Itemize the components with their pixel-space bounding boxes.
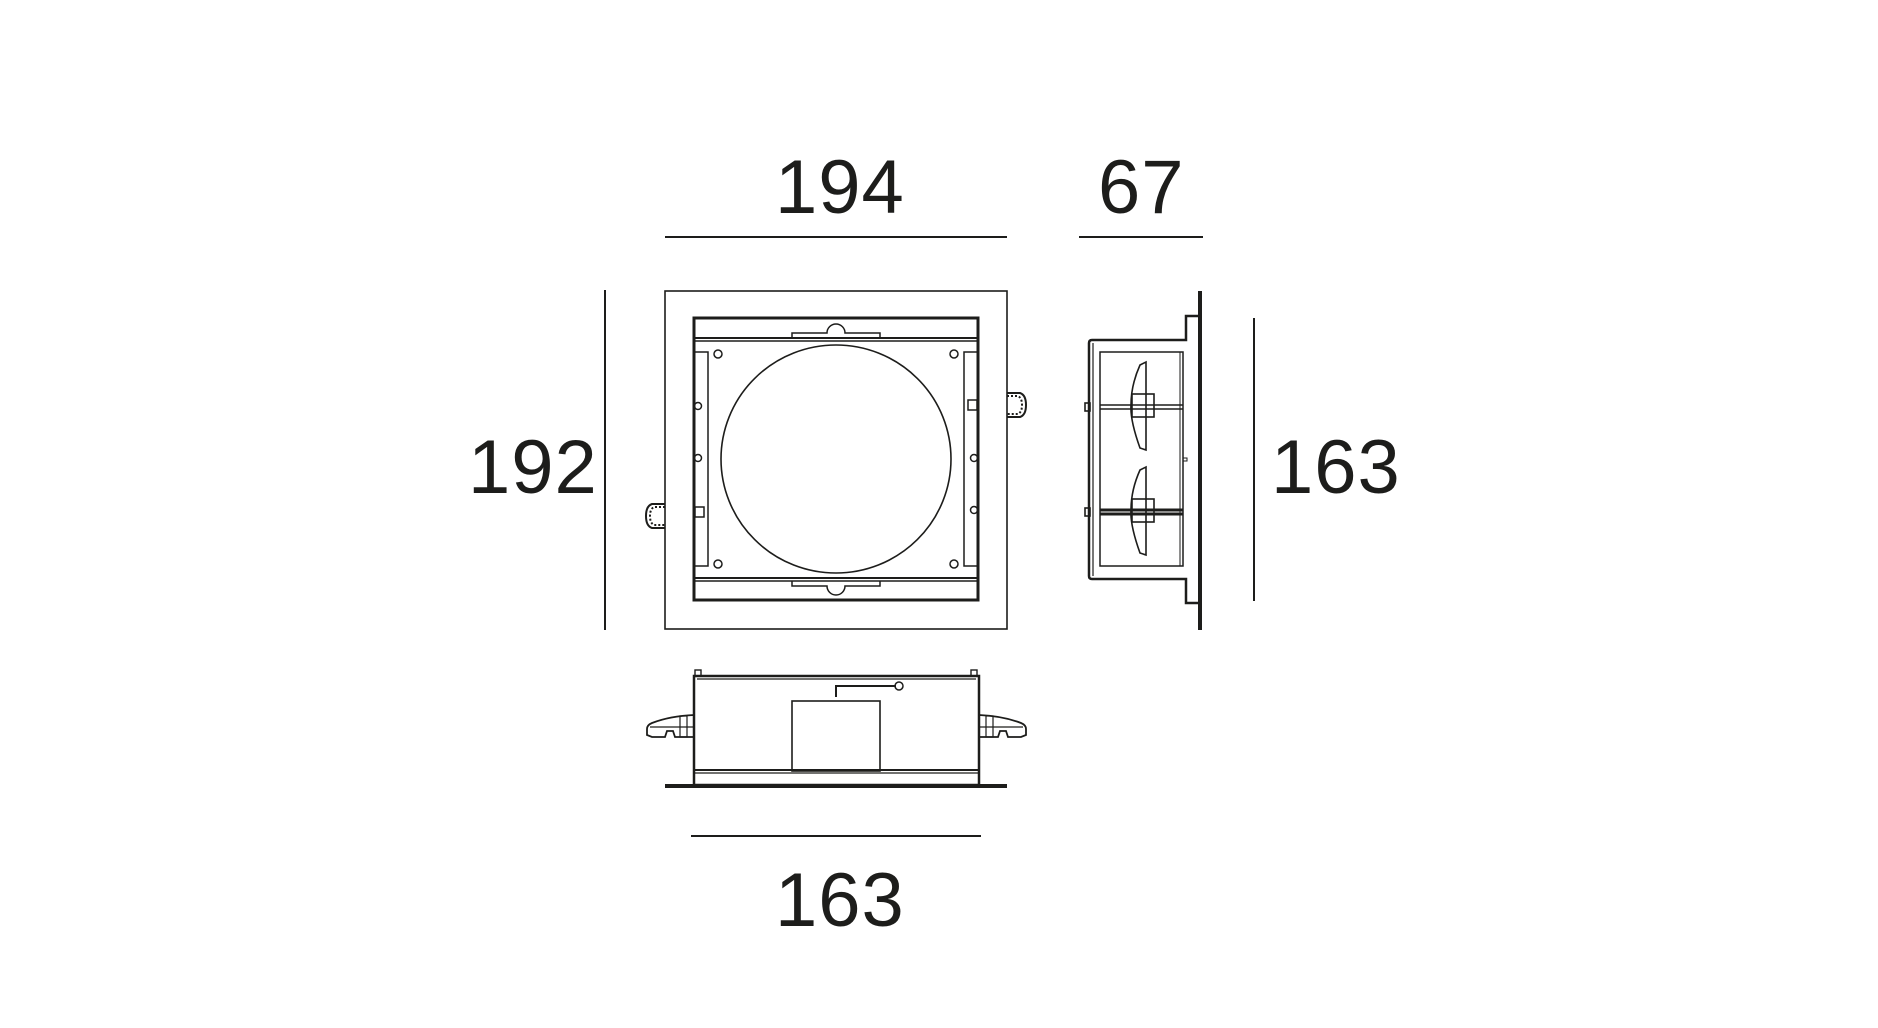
lens-circle: [720, 344, 952, 574]
dimension-cutout-width: 163: [775, 858, 905, 943]
torsion-clip-lower: [1084, 465, 1183, 557]
spring-clip-right: [1007, 392, 1028, 418]
dimension-lines: [604, 236, 1255, 837]
dimension-front-width: 194: [775, 145, 905, 230]
bottom-view: [646, 669, 1027, 788]
torsion-clip-upper: [1084, 360, 1183, 452]
outer-frame: [664, 290, 1008, 630]
side-clip-right: [978, 714, 1027, 738]
inner-housing: [692, 316, 980, 602]
front-view: [644, 290, 1028, 630]
spring-clip-left: [644, 503, 665, 529]
dimension-front-height: 192: [468, 425, 598, 510]
driver-box: [791, 700, 881, 772]
housing-body: [692, 674, 981, 787]
dimension-cutout-height: 163: [1271, 425, 1401, 510]
dimension-side-depth: 67: [1098, 145, 1185, 230]
side-view: [1084, 291, 1202, 630]
side-clip-left: [646, 714, 695, 738]
